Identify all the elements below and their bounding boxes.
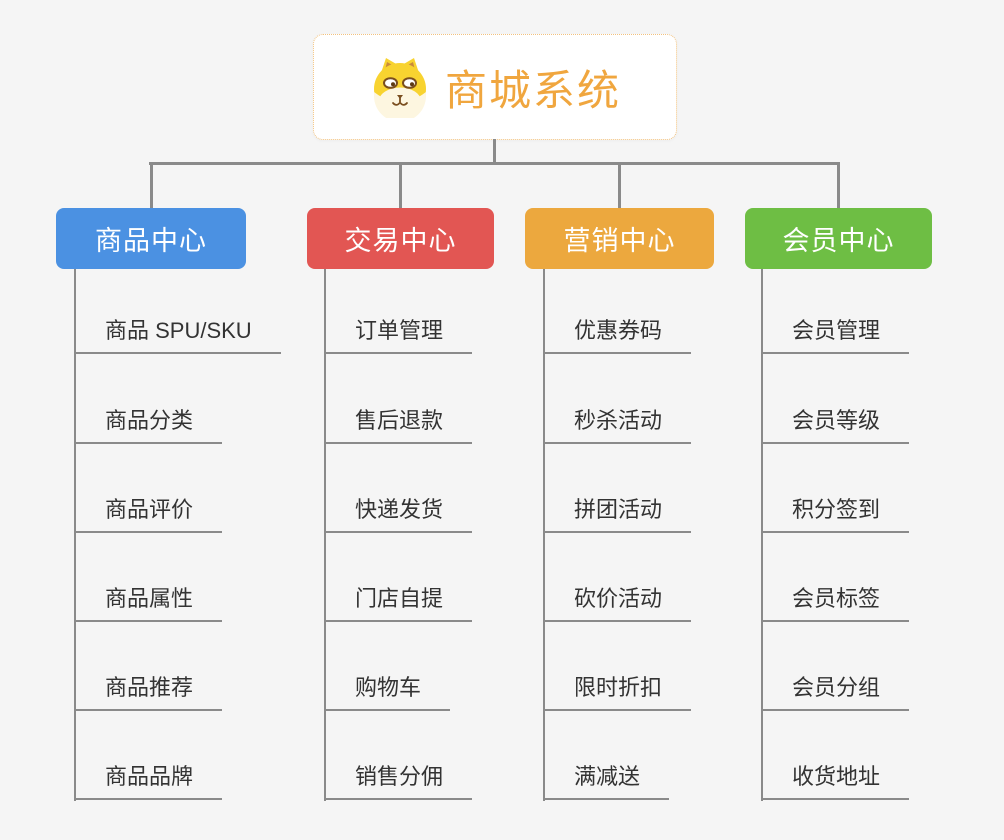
- child-topic[interactable]: 限时折扣: [543, 675, 692, 711]
- root-node[interactable]: 商城系统: [313, 34, 677, 140]
- child-topic[interactable]: 满减送: [543, 764, 670, 800]
- child-topic[interactable]: 商品属性: [74, 586, 223, 622]
- branch-node-3[interactable]: 会员中心: [745, 208, 932, 269]
- child-topic[interactable]: 会员分组: [761, 675, 910, 711]
- child-topic[interactable]: 售后退款: [324, 408, 473, 444]
- child-topic[interactable]: 商品推荐: [74, 675, 223, 711]
- child-topic[interactable]: 收货地址: [761, 764, 910, 800]
- child-topic[interactable]: 会员管理: [761, 318, 910, 354]
- branch-spine-connector: [324, 269, 326, 801]
- branch-node-0[interactable]: 商品中心: [56, 208, 246, 269]
- child-topic[interactable]: 会员标签: [761, 586, 910, 622]
- child-topic[interactable]: 拼团活动: [543, 497, 692, 533]
- child-topic[interactable]: 商品品牌: [74, 764, 223, 800]
- child-topic[interactable]: 订单管理: [324, 318, 473, 354]
- branch-node-1[interactable]: 交易中心: [307, 208, 494, 269]
- branch-drop-connector: [618, 162, 621, 209]
- child-topic[interactable]: 快递发货: [324, 497, 473, 533]
- root-connector-stub: [493, 139, 496, 163]
- trunk-connector-line: [149, 162, 840, 165]
- branch-drop-connector: [837, 162, 840, 209]
- child-topic[interactable]: 积分签到: [761, 497, 910, 533]
- child-topic[interactable]: 销售分佣: [324, 764, 473, 800]
- child-topic[interactable]: 门店自提: [324, 586, 473, 622]
- child-topic[interactable]: 会员等级: [761, 408, 910, 444]
- child-topic[interactable]: 秒杀活动: [543, 408, 692, 444]
- child-topic[interactable]: 优惠券码: [543, 318, 692, 354]
- child-topic[interactable]: 商品 SPU/SKU: [74, 318, 281, 354]
- root-title: 商城系统: [444, 66, 621, 114]
- branch-spine-connector: [761, 269, 763, 801]
- child-topic[interactable]: 商品评价: [74, 497, 223, 533]
- branch-node-2[interactable]: 营销中心: [525, 208, 714, 269]
- branch-drop-connector: [150, 162, 153, 209]
- branch-spine-connector: [74, 269, 76, 801]
- branch-spine-connector: [543, 269, 545, 801]
- shiba-dog-icon: [373, 58, 426, 118]
- child-topic[interactable]: 砍价活动: [543, 586, 692, 622]
- child-topic[interactable]: 商品分类: [74, 408, 223, 444]
- child-topic[interactable]: 购物车: [324, 675, 451, 711]
- branch-drop-connector: [399, 162, 402, 209]
